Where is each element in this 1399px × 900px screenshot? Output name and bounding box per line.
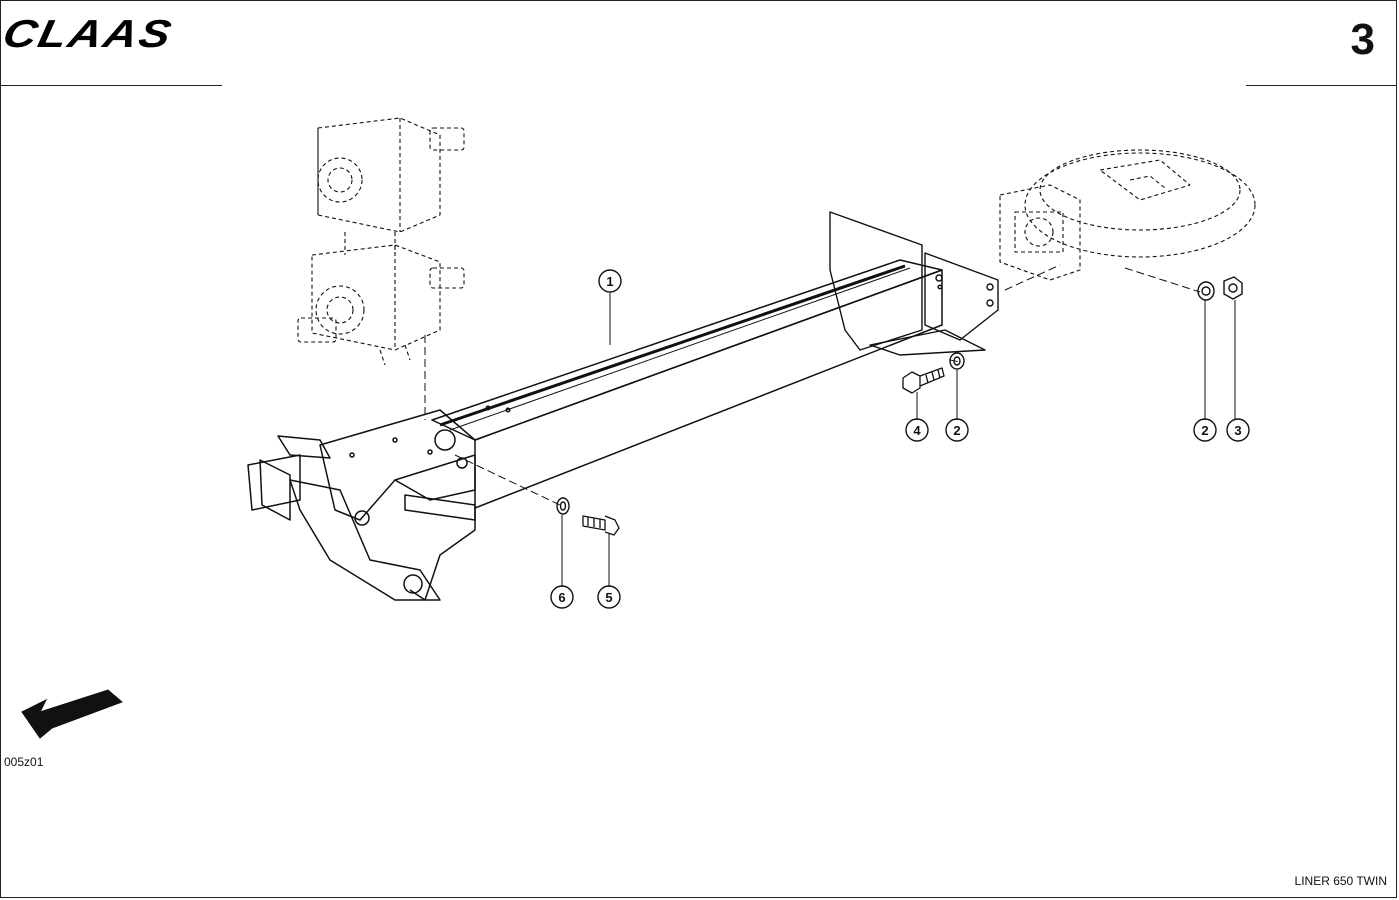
end-plate [829, 211, 999, 356]
callout-2a: 2 [953, 423, 960, 438]
header-rule-left [0, 85, 222, 86]
callout-1: 1 [606, 274, 613, 289]
callout-3: 3 [1234, 423, 1241, 438]
bolt-5 [582, 515, 620, 536]
washer-2a [949, 352, 965, 370]
main-beam [431, 259, 943, 509]
hitch-bracket [247, 409, 476, 601]
gearbox-assembly [297, 117, 465, 366]
model-name: LINER 650 TWIN [1294, 874, 1387, 888]
nut-3 [1223, 276, 1243, 300]
page-number: 3 [1350, 15, 1375, 64]
header-rule-right [1246, 85, 1397, 86]
callout-6: 6 [558, 590, 565, 605]
bolt-4 [902, 367, 945, 394]
callout-5: 5 [605, 590, 612, 605]
rotor-mount [999, 149, 1256, 281]
direction-arrow-icon [21, 689, 123, 739]
washer-6 [556, 497, 570, 515]
washer-2b [1197, 281, 1215, 301]
callout-2b: 2 [1201, 423, 1208, 438]
drawing-code: 005z01 [4, 755, 44, 769]
callout-4: 4 [913, 423, 921, 438]
